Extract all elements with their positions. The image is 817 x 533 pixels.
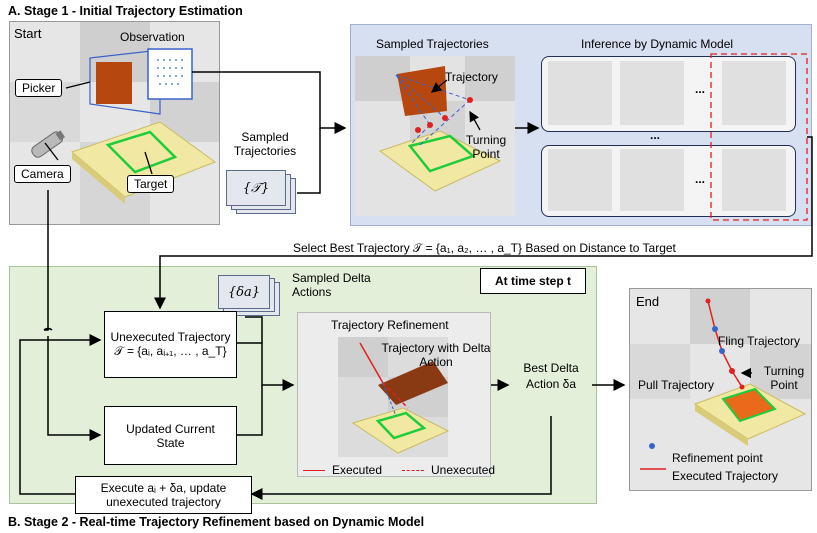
trajectory-set-stack: {𝒯} <box>226 170 296 216</box>
feedback-arrow <box>19 334 102 495</box>
inference-thumb <box>722 61 786 125</box>
turning-point-label: Turning Point <box>465 133 507 161</box>
trajectory-label: Trajectory <box>445 70 498 84</box>
refinement-scene-drawing <box>338 337 450 457</box>
observation-label: Observation <box>120 30 185 44</box>
camera-pointer <box>44 142 59 161</box>
delta-action-stack: {δa} <box>218 275 288 317</box>
end-scene-panel <box>629 288 812 491</box>
sampled-panel-title: Sampled Trajectories <box>376 37 489 51</box>
start-scene-drawing <box>10 22 219 224</box>
execute-box: Execute aᵢ + δa, update unexecuted traje… <box>75 476 252 514</box>
ellipsis-middle: ... <box>650 128 661 142</box>
inference-thumb <box>620 61 684 125</box>
traj-to-refinement-arrow <box>237 342 295 391</box>
trajset-line <box>297 128 321 194</box>
start-scene-panel <box>9 21 220 225</box>
sampled-trajectory-lines <box>395 74 473 146</box>
inference-thumb <box>548 61 612 125</box>
sampled-delta-label: Sampled Delta Actions <box>292 271 371 299</box>
unexecuted-trajectory-box: Unexecuted Trajectory 𝒯 = {aᵢ, aᵢ₊₁, … ,… <box>104 311 237 378</box>
inference-thumb <box>548 149 612 211</box>
unexecuted-trajectory-text: Unexecuted Trajectory 𝒯 = {aᵢ, aᵢ₊₁, … ,… <box>110 330 231 358</box>
executed-legend-line <box>303 470 325 471</box>
inference-thumb <box>722 149 786 211</box>
delta-action-symbol: {δa} <box>218 275 270 309</box>
executed-legend-label: Executed <box>332 463 383 477</box>
camera-to-state-arrow <box>47 336 102 441</box>
pull-trajectory-label: Pull Trajectory <box>638 378 715 392</box>
camera-line-top <box>44 190 49 331</box>
execute-text: Execute aᵢ + δa, update unexecuted traje… <box>100 481 227 509</box>
end-scene-drawing <box>630 289 811 490</box>
sampled-trajectories-label: Sampled Trajectories <box>233 130 297 158</box>
updated-state-text: Updated Current State <box>126 421 215 450</box>
state-to-refinement-line <box>237 385 263 436</box>
unexecuted-legend-label: Unexecuted <box>431 463 496 477</box>
stage2-title: B. Stage 2 - Real-time Trajectory Refine… <box>8 515 425 529</box>
picker-pointer <box>65 81 91 89</box>
ellipsis-row1: ... <box>695 82 706 96</box>
end-label: End <box>636 294 660 309</box>
turning-point-pointer <box>469 110 481 131</box>
start-label: Start <box>14 26 42 41</box>
camera-line-hop <box>43 327 53 331</box>
stage1-title: A. Stage 1 - Initial Trajectory Estimati… <box>8 4 243 18</box>
unexecuted-legend-line <box>402 470 424 471</box>
target-pointer <box>144 151 153 175</box>
select-best-arrow <box>154 136 813 310</box>
trajectory-set-symbol: {𝒯} <box>226 170 286 206</box>
executed-trajectory-label: Executed Trajectory <box>672 469 779 483</box>
delta-to-execute-arrow <box>250 416 552 500</box>
best-trajectory-selection <box>710 53 808 221</box>
camera-callout: Camera <box>14 165 71 183</box>
picker-callout: Picker <box>15 79 63 97</box>
time-step-label: At time step t <box>494 274 571 288</box>
ellipsis-row2: ... <box>695 172 706 186</box>
fling-trajectory-label: Fling Trajectory <box>718 334 801 348</box>
updated-state-box: Updated Current State <box>104 406 237 465</box>
trajectory-refinement-panel <box>297 312 491 477</box>
inference-thumb <box>620 149 684 211</box>
target-callout: Target <box>127 175 175 193</box>
best-delta-label: Best Delta Action δa <box>523 361 579 391</box>
time-step-box: At time step t <box>480 268 586 294</box>
observation-arrow <box>192 71 347 134</box>
inference-panel-title: Inference by Dynamic Model <box>581 37 734 51</box>
delta-to-refinement-line <box>245 316 263 343</box>
refinement-title: Trajectory Refinement <box>331 318 449 332</box>
trajectory-with-delta-label: Trajectory with Delta Action <box>381 341 491 369</box>
end-turning-point-label: Turning Point <box>763 364 805 392</box>
trajectory-pointer <box>430 79 448 93</box>
refinement-point-label: Refinement point <box>672 451 763 465</box>
select-best-trajectory-text: Select Best Trajectory 𝒯 = {a₁, a₂, … , … <box>293 241 676 255</box>
